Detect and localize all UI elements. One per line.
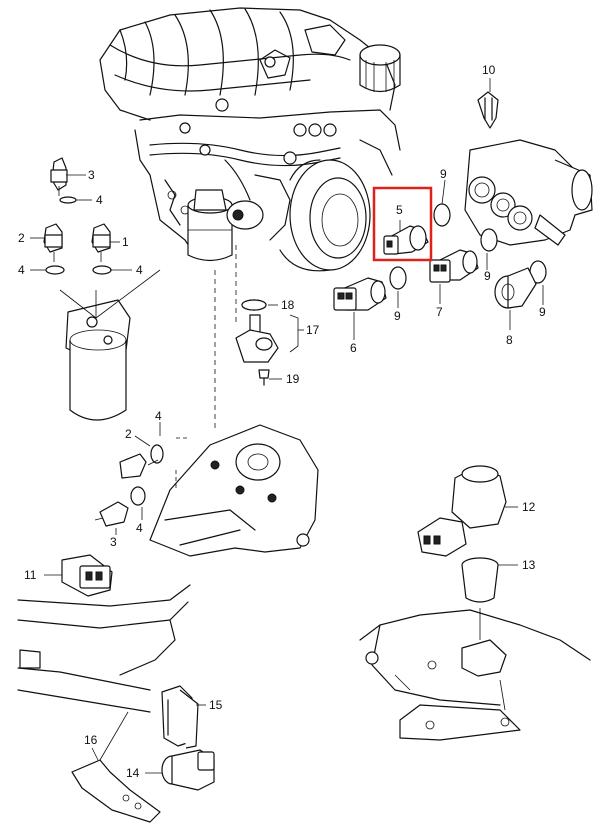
cap-13	[461, 557, 499, 603]
callout-18: 18	[281, 298, 295, 312]
bracket-16	[71, 711, 161, 823]
bumper-panel	[17, 584, 191, 713]
callout-13: 13	[522, 558, 536, 572]
callout-19: 19	[286, 372, 300, 386]
callout-11: 11	[24, 568, 37, 582]
callout-9: 9	[484, 269, 491, 283]
sensor-14	[161, 749, 215, 791]
callout-4: 4	[136, 521, 143, 535]
sensor-6	[333, 277, 387, 311]
callout-15: 15	[209, 698, 223, 712]
bracket-15	[161, 685, 199, 749]
o-ring	[389, 266, 407, 290]
transmission-housing	[359, 608, 591, 741]
callout-2: 2	[18, 231, 25, 245]
speed-sensor-17	[235, 299, 279, 386]
callout-labels: 3 4 2 1 4 4 10 9 5 9 7 9 6 8 9 18 17 19 …	[18, 63, 546, 780]
coolant-flange	[464, 91, 593, 246]
callout-10: 10	[482, 63, 496, 77]
leader-lines	[30, 78, 544, 774]
callout-16: 16	[84, 733, 98, 747]
engine-assembly	[99, 7, 401, 272]
callout-9: 9	[440, 167, 447, 181]
sensor-11	[61, 554, 113, 597]
callout-3: 3	[110, 535, 117, 549]
callout-17: 17	[306, 323, 320, 337]
sender-2-top	[43, 223, 65, 275]
sender-3-top	[50, 157, 77, 204]
callout-4: 4	[96, 193, 103, 207]
callout-7: 7	[436, 305, 443, 319]
callout-8: 8	[506, 333, 513, 347]
callout-14: 14	[126, 766, 140, 780]
sensor-12	[417, 465, 507, 557]
callout-4: 4	[136, 263, 143, 277]
callout-4: 4	[18, 263, 25, 277]
sensor-5	[383, 225, 429, 255]
callout-9: 9	[539, 305, 546, 319]
sender-3-mid	[94, 486, 146, 527]
callout-9: 9	[394, 309, 401, 323]
o-ring	[480, 228, 498, 252]
sender-2-mid	[119, 444, 164, 479]
sender-1-top	[91, 223, 112, 275]
engine-mount-bracket	[149, 424, 319, 557]
callout-2: 2	[125, 427, 132, 441]
callout-12: 12	[522, 500, 536, 514]
callout-5: 5	[396, 203, 403, 217]
oil-filter-housing	[59, 269, 161, 421]
plug-8	[494, 267, 537, 309]
o-ring	[433, 203, 451, 227]
callout-1: 1	[122, 235, 129, 249]
callout-6: 6	[350, 341, 357, 355]
sensor-7	[429, 249, 479, 283]
callout-4: 4	[155, 409, 162, 423]
callout-3: 3	[88, 168, 95, 182]
highlight-box	[372, 186, 433, 262]
